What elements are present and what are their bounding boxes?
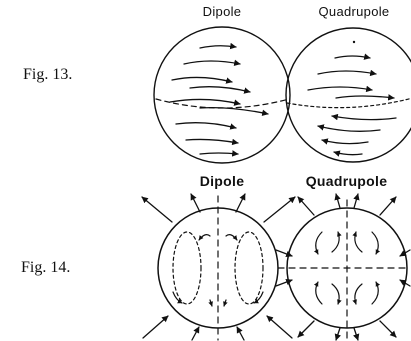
fig14-label: Fig. 14. [21,259,71,276]
fig13-dipole-sphere [153,26,291,164]
fig14-quadrupole-title: Quadrupole [305,173,388,189]
fig14-dipole-diagram [141,193,296,341]
fig13-quadrupole-sphere [285,27,411,163]
fig13-quadrupole-title: Quadrupole [318,4,390,19]
fig13-dipole-title: Dipole [202,4,242,19]
fig14-quadrupole-diagram [275,193,411,341]
fig13-label: Fig. 13. [23,66,73,83]
fig14-dipole-title: Dipole [199,173,245,189]
